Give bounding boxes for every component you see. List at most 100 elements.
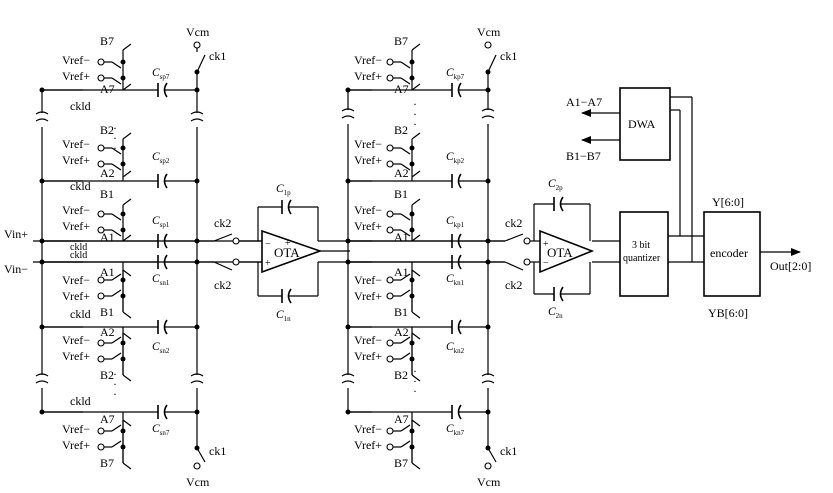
ck2-label: ck2 [505,216,522,230]
ck2-label: ck2 [214,216,231,230]
junction-dot [194,178,200,184]
b-label: B2 [394,123,408,137]
vref-terminal [97,160,105,168]
vref-terminal [97,144,105,152]
ck2-switches-1 [197,233,262,271]
vref-terminal [386,276,394,284]
b-label: B1 [100,187,114,201]
junction-dot [409,428,415,434]
vref-pos-label: Vref+ [62,349,90,363]
dwa-block [619,87,671,161]
vref-terminal [386,74,394,82]
vref-terminal [97,292,105,300]
switch-blade [122,269,132,277]
output-label: Out[2:0] [770,259,811,273]
switch-blade [400,77,411,85]
a-label: A2 [394,166,409,180]
vref-neg-label: Vref− [62,53,90,67]
junction-dot [409,293,415,299]
ckld-label: ckld [70,250,87,261]
switch-blade [111,424,122,432]
vref-terminal [97,427,105,435]
vcm-bottom-2: Vcm [477,475,501,489]
junction-dot [120,59,126,65]
vref-terminal [386,443,394,451]
cap-cell: A2 Vref− Vref+ B2 Ckn2 [354,325,465,382]
junction-dot [409,227,415,233]
capacitor-plate [457,254,462,270]
ckld-label: ckld [70,179,91,193]
vref-neg-label: Vref− [354,137,382,151]
ota-2-label: OTA [547,245,573,260]
ck1-bottom-1: ck1 [209,444,226,458]
a-label: A7 [100,412,115,426]
ota-1-plus: + [265,258,271,269]
cap-label: Csn1 [152,273,170,287]
switch-blade [111,289,122,297]
switch-blade [111,336,122,344]
switch-blade [411,462,421,470]
vref-terminal [97,355,105,363]
junction-dot [120,211,126,217]
ckld-label: ckld [70,99,91,113]
svg-text:·: · [413,364,417,378]
vref-terminal [97,339,105,347]
ck2-switches-2 [488,233,540,271]
junction-dot [120,356,126,362]
junction-dot [409,444,415,450]
switch-blade [411,269,421,277]
vref-pos-label: Vref+ [354,289,382,303]
svg-text:·: · [113,367,117,381]
cap-label: Ckp2 [446,151,465,165]
vref-neg-label: Vref− [354,333,382,347]
cap-cell: A7 Vref− Vref+ B7 Ckn7 [354,412,465,470]
junction-dot [120,145,126,151]
vref-pos-label: Vref+ [354,438,382,452]
ota-1-label: OTA [274,245,300,260]
cap-label: Ckn2 [446,341,465,355]
quantizer-line1: 3 bit [632,240,650,251]
c1p-label: C1p [276,183,291,197]
vref-neg-label: Vref− [354,273,382,287]
vref-pos-label: Vref+ [62,438,90,452]
vref-terminal [386,210,394,218]
b-label: B1 [394,187,408,201]
b-label: B7 [394,456,408,470]
svg-text:·: · [113,141,117,155]
junction-dot [409,59,415,65]
capacitor-plate [163,404,168,420]
cap-label: Csp2 [152,151,170,165]
switch-blade [411,83,421,91]
a-label: A2 [100,166,115,180]
junction-dot [485,324,491,330]
svg-text:·: · [413,107,417,121]
capacitor-plate [163,82,168,98]
vref-pos-label: Vref+ [62,153,90,167]
switch-blade [411,332,421,340]
capacitor-plate [163,173,168,189]
dwa-out-a: A1−A7 [566,95,602,109]
switch-blade [111,77,122,85]
switch-blade [400,229,411,237]
a-label: A1 [394,265,409,279]
b-label: B2 [100,123,114,137]
junction-dot [120,277,126,283]
quantizer-block [619,211,669,297]
vref-neg-label: Vref− [62,273,90,287]
vref-neg-label: Vref− [354,53,382,67]
switch-blade [411,43,421,51]
switch-blade [111,229,122,237]
switch-blade [111,61,122,69]
svg-text:·: · [113,131,117,145]
vref-neg-label: Vref− [62,137,90,151]
switch-blade [122,332,132,340]
switch-blade [411,198,421,206]
cap-label: Ckn7 [446,423,465,437]
a-label: A2 [100,325,115,339]
junction-dot [409,340,415,346]
yb-bus-label: YB[6:0] [708,306,748,320]
vref-pos-label: Vref+ [62,219,90,233]
switch-blade [411,374,421,382]
vcm-top-2: Vcm [477,25,501,39]
ck1-bottom-2: ck1 [500,444,517,458]
